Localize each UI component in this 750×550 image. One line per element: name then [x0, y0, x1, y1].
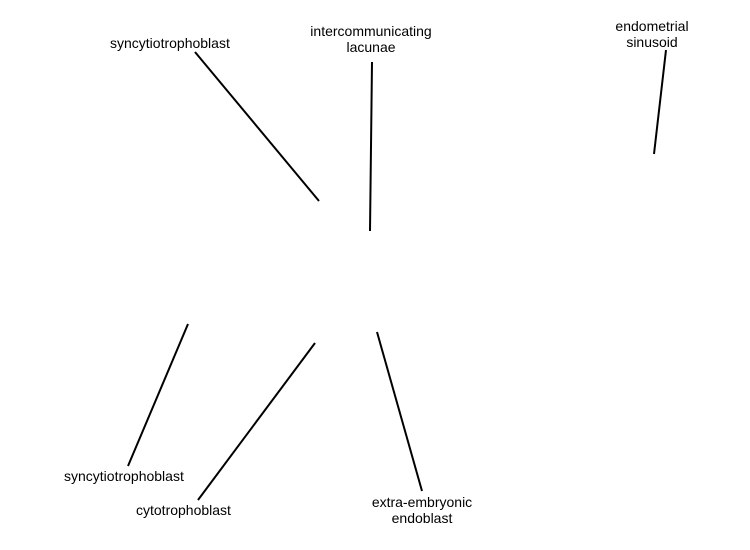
label-endoblast-line-1: extra-embryonic: [371, 494, 473, 510]
label-syncytiotrophoblast-bottom: syncytiotrophoblast: [64, 468, 184, 484]
leader-line-intercommunicating-lacunae: [369, 61, 373, 232]
label-endoblast-line-2: endoblast: [391, 510, 453, 526]
label-sinusoid-line-2: sinusoid: [626, 34, 678, 50]
label-lacunae-line-1: intercommunicating: [310, 23, 432, 39]
label-lacunae-line-2: lacunae: [346, 39, 396, 55]
label-extra-embryonic-endoblast: extra-embryonic endoblast: [360, 494, 484, 526]
leader-line-cytotrophoblast: [197, 342, 316, 501]
leader-line-syncytiotrophoblast-bottom: [127, 323, 189, 467]
leader-line-extra-embryonic-endoblast: [376, 331, 423, 492]
label-sinusoid-line-1: endometrial: [615, 18, 689, 34]
label-endometrial-sinusoid: endometrial sinusoid: [612, 18, 692, 50]
label-syncytiotrophoblast-top: syncytiotrophoblast: [110, 35, 230, 51]
label-cytotrophoblast: cytotrophoblast: [136, 502, 231, 518]
leader-line-syncytiotrophoblast-top: [194, 51, 320, 202]
label-intercommunicating-lacunae: intercommunicating lacunae: [300, 23, 442, 55]
leader-line-endometrial-sinusoid: [653, 49, 667, 155]
